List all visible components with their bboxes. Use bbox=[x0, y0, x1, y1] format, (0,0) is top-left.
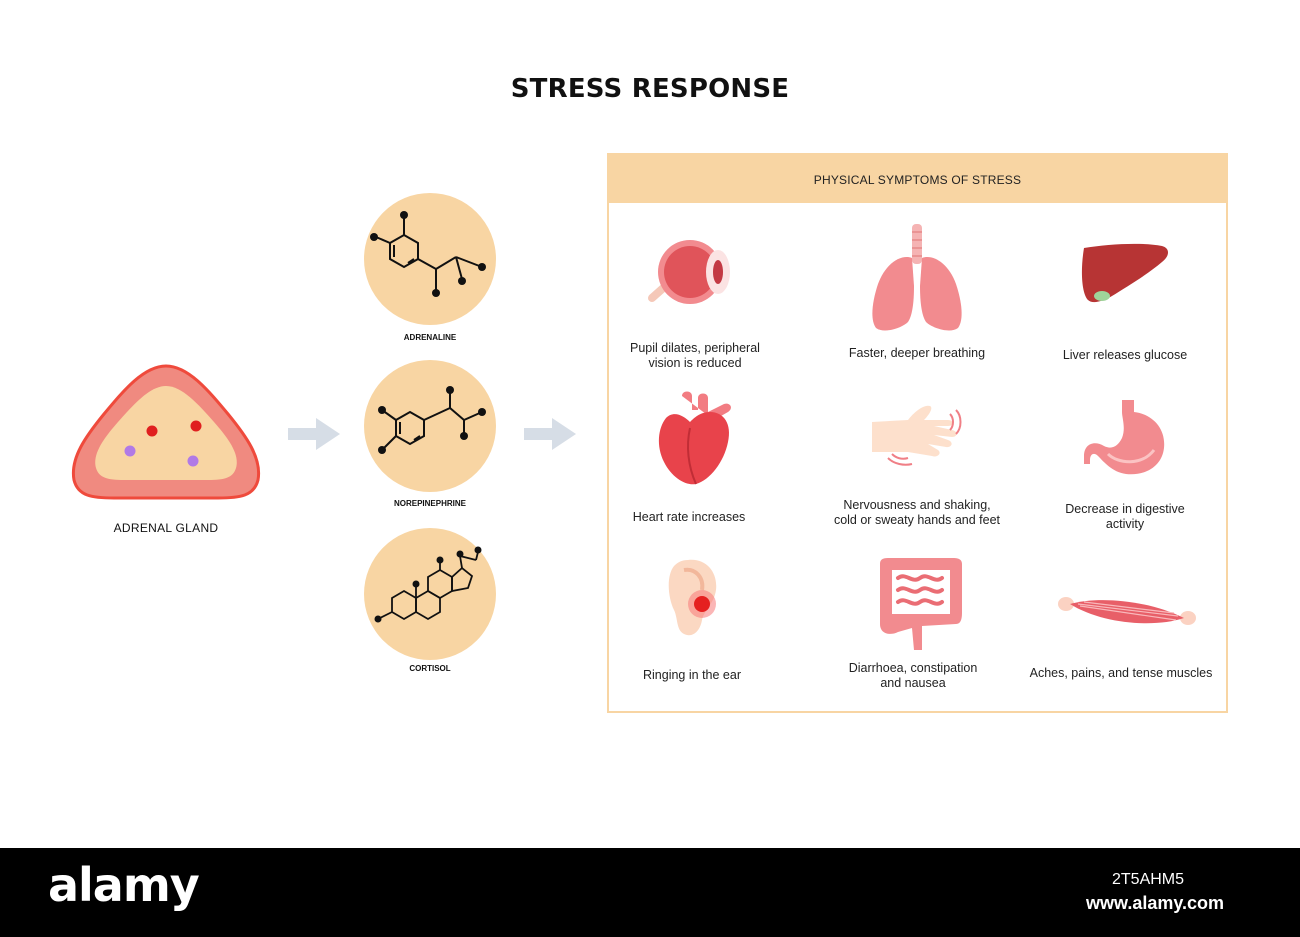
lungs-icon bbox=[872, 224, 962, 331]
symptom-text-stomach: Decrease in digestive activity bbox=[1065, 502, 1185, 531]
cortisol-label: CORTISOL bbox=[409, 664, 451, 673]
purple-dot bbox=[187, 455, 199, 467]
intestines-icon bbox=[880, 558, 962, 650]
arrow-right-icon bbox=[524, 418, 576, 450]
red-dot bbox=[190, 420, 202, 432]
purple-dot bbox=[124, 445, 136, 457]
page-title: STRESS RESPONSE bbox=[510, 74, 790, 104]
adrenaline-label: ADRENALINE bbox=[403, 333, 457, 342]
stomach-icon bbox=[1084, 400, 1165, 475]
adrenaline-molecule bbox=[364, 193, 496, 325]
norepinephrine-molecule bbox=[364, 360, 496, 492]
arrow-right-icon bbox=[288, 418, 340, 450]
site-url: www.alamy.com bbox=[1086, 893, 1225, 913]
watermark-bar bbox=[0, 848, 1300, 937]
norepinephrine-label: NOREPINEPHRINE bbox=[393, 499, 466, 508]
eye-icon bbox=[648, 240, 730, 304]
ear-icon bbox=[668, 559, 717, 636]
red-dot bbox=[146, 425, 158, 437]
symptom-text-liver: Liver releases glucose bbox=[1062, 348, 1188, 362]
gland-inner bbox=[95, 386, 237, 480]
symptom-text-hand: Nervousness and shaking, cold or sweaty … bbox=[833, 498, 1001, 527]
symptom-text-lungs: Faster, deeper breathing bbox=[848, 346, 986, 360]
shaking-hand-icon bbox=[872, 405, 962, 466]
panel-header bbox=[609, 155, 1226, 203]
symptom-text-ear: Ringing in the ear bbox=[643, 668, 741, 682]
gland-label: ADRENAL GLAND bbox=[113, 521, 219, 535]
symptom-text-muscle: Aches, pains, and tense muscles bbox=[1029, 666, 1213, 680]
image-id: 2T5AHM5 bbox=[1112, 871, 1185, 888]
adrenal-gland-illustration bbox=[71, 364, 261, 500]
heart-icon bbox=[658, 391, 731, 485]
liver-icon bbox=[1081, 243, 1168, 303]
symptom-text-intestines: Diarrhoea, constipation and nausea bbox=[848, 661, 978, 690]
symptom-text-eye: Pupil dilates, peripheral vision is redu… bbox=[630, 341, 760, 370]
muscle-icon bbox=[1058, 597, 1196, 625]
panel-title: PHYSICAL SYMPTOMS OF STRESS bbox=[813, 173, 1022, 187]
alamy-logo: alamy bbox=[48, 858, 200, 912]
symptom-text-heart: Heart rate increases bbox=[632, 510, 746, 524]
cortisol-molecule bbox=[364, 528, 496, 660]
